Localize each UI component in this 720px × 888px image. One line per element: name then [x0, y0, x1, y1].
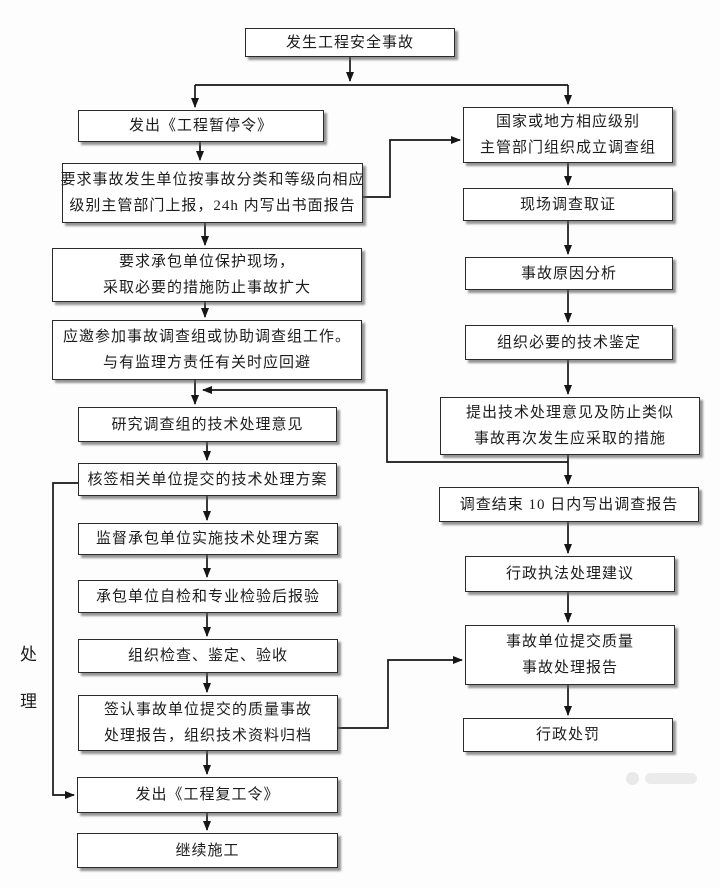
flow-node-n8: 监督承包单位实施技术处理方案 — [78, 523, 338, 555]
flow-node-text: 签认事故单位提交的质量事故 — [103, 702, 312, 718]
flow-node-text: 行政处罚 — [535, 727, 600, 743]
watermark-dot — [626, 772, 639, 785]
process-side-label: 处 理 — [20, 640, 37, 712]
flow-node-text: 现场调查取证 — [519, 196, 616, 213]
watermark-bar — [645, 773, 697, 784]
connector — [52, 482, 78, 799]
flow-node-text: 研究调查组的技术处理意见 — [111, 416, 304, 433]
side-label-char: 处 — [20, 645, 37, 664]
connector — [338, 656, 463, 729]
connector — [202, 386, 568, 463]
connector — [363, 136, 461, 198]
flow-node-n10: 组织检查、鉴定、验收 — [78, 639, 338, 673]
flow-node-n4: 要求承包单位保护现场， 采取必要的措施防止事故扩大 — [52, 248, 362, 302]
flow-node-r2: 现场调查取证 — [463, 188, 673, 221]
flow-node-text: 调查结束 10 日内写出调查报告 — [459, 496, 679, 513]
flow-node-text: 处理报告，组织技术资料归档 — [103, 728, 312, 744]
flow-node-n7: 核签相关单位提交的技术处理方案 — [78, 463, 337, 496]
flow-node-text: 要求承包单位保护现场， — [118, 254, 295, 270]
flow-node-r6: 调查结束 10 日内写出调查报告 — [439, 487, 699, 522]
flow-node-text: 应邀参加事故调查组或协助调查组工作。 — [62, 329, 351, 345]
flow-node-n3: 要求事故发生单位按事故分类和等级向相应级别主管部门上报，24h 内写出书面报告 — [60, 163, 365, 223]
flow-node-n9: 承包单位自检和专业检验后报验 — [78, 580, 338, 613]
flow-node-text: 事故原因分析 — [520, 265, 617, 282]
flow-node-r7: 行政执法处理建议 — [465, 556, 675, 592]
flow-node-text: 国家或地方相应级别 — [495, 114, 640, 130]
flow-node-text: 要求事故发生单位按事故分类和等级向相应 — [60, 172, 365, 188]
flow-node-r3: 事故原因分析 — [465, 257, 673, 290]
flow-node-text: 级别主管部门上报，24h 内写出书面报告 — [69, 198, 356, 214]
flow-node-n11: 签认事故单位提交的质量事故处理报告，组织技术资料归档 — [78, 695, 338, 751]
flow-node-text: 采取必要的措施防止事故扩大 — [102, 280, 311, 296]
flow-node-n5: 应邀参加事故调查组或协助调查组工作。与有监理方责任有关时应回避 — [52, 320, 362, 380]
flow-node-n13: 继续施工 — [77, 833, 338, 868]
flow-node-text: 组织检查、鉴定、验收 — [127, 648, 288, 664]
flow-node-text: 与有监理方责任有关时应回避 — [102, 355, 311, 371]
flow-node-n12: 发出《工程复工令》 — [77, 777, 338, 813]
flow-node-text: 核签相关单位提交的技术处理方案 — [87, 471, 328, 488]
flow-node-text: 监督承包单位实施技术处理方案 — [95, 531, 320, 547]
flow-node-text: 事故处理报告 — [521, 660, 618, 676]
flow-node-text: 继续施工 — [175, 842, 240, 859]
flow-node-r4: 组织必要的技术鉴定 — [465, 325, 673, 360]
flow-node-r9: 行政处罚 — [463, 718, 673, 752]
flow-node-n2: 发出《工程暂停令》 — [78, 110, 324, 142]
flow-node-text: 发出《工程暂停令》 — [128, 118, 273, 134]
flow-node-r5: 提出技术处理意见及防止类似事故再次发生应采取的措施 — [440, 397, 700, 455]
flow-node-r1: 国家或地方相应级别主管部门组织成立调查组 — [463, 107, 673, 163]
watermark — [626, 772, 697, 785]
flow-node-text: 发生工程安全事故 — [285, 34, 414, 51]
flow-node-text: 行政执法处理建议 — [505, 566, 634, 582]
flow-node-text: 提出技术处理意见及防止类似 — [465, 405, 674, 421]
flow-node-text: 事故再次发生应采取的措施 — [473, 431, 666, 447]
flow-node-text: 发出《工程复工令》 — [135, 787, 280, 803]
flow-node-text: 承包单位自检和专业检验后报验 — [95, 588, 320, 605]
flow-node-text: 事故单位提交质量 — [505, 634, 634, 650]
flow-node-text: 组织必要的技术鉴定 — [496, 334, 641, 351]
flow-node-r8: 事故单位提交质量事故处理报告 — [465, 625, 675, 685]
flow-node-text: 主管部门组织成立调查组 — [479, 140, 656, 156]
side-label-char: 理 — [20, 692, 37, 711]
flow-node-n1: 发生工程安全事故 — [245, 28, 455, 57]
flow-node-n6: 研究调查组的技术处理意见 — [78, 407, 337, 442]
